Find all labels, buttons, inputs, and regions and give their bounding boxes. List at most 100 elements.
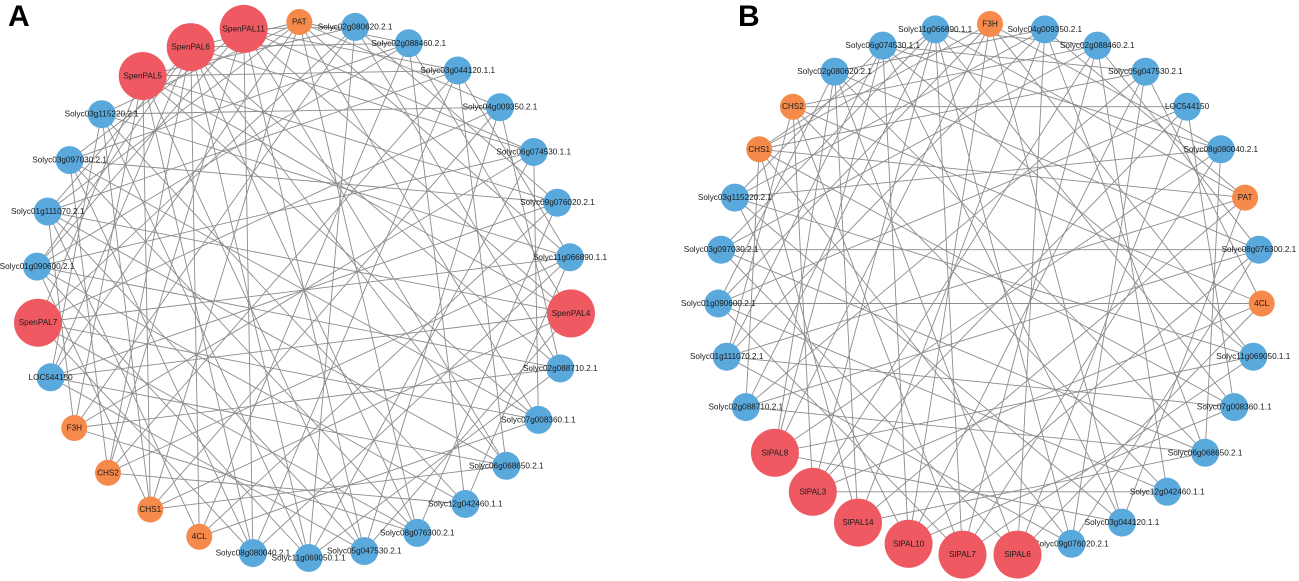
network-edge: [533, 151, 539, 420]
gene-node-circle: [1206, 135, 1235, 164]
network-node: Solyc09g076020.2.1: [520, 188, 595, 217]
network-node: Solyc08g080040.2.1: [1183, 135, 1259, 164]
gene-node-circle: [33, 197, 62, 226]
network-edge: [1017, 29, 1046, 555]
network-node: SlPAL3: [788, 467, 837, 516]
network-edge: [142, 75, 151, 510]
gene-node-circle: [546, 354, 575, 383]
network-edge: [792, 106, 1262, 304]
network-edge: [758, 29, 936, 150]
network-edge: [1096, 45, 1168, 492]
node-label: Solyc01g111070.2.1: [690, 352, 764, 361]
network-edge: [107, 47, 192, 473]
network-node: Solyc08g076300.2.1: [1222, 235, 1297, 264]
pal-node-circle: [750, 428, 799, 477]
network-edge: [47, 46, 192, 212]
network-node: Solyc07g008360.1.1: [501, 405, 576, 434]
network-edge: [882, 45, 910, 544]
network-node: SpenPAL5: [118, 52, 167, 100]
pathway-node-circle: [286, 9, 313, 35]
network-edge: [882, 45, 1146, 73]
network-edge: [101, 114, 151, 510]
network-edge: [1044, 29, 1206, 453]
network-edge: [720, 45, 1098, 251]
node-label: Solyc07g008360.1.1: [501, 415, 576, 424]
network-edge: [1144, 71, 1263, 304]
network-edge: [363, 313, 572, 552]
network-edge: [142, 75, 572, 314]
network-edge: [298, 21, 418, 534]
network-edge: [935, 28, 1098, 47]
gene-node-circle: [524, 405, 553, 434]
node-label: Solyc01g090600.2.1: [0, 262, 75, 271]
node-label: SpenPAL4: [552, 309, 591, 318]
gene-node-circle: [341, 12, 370, 41]
network-node: Solyc06g068650.2.1: [469, 451, 544, 480]
network-node: Solyc09g076020.2.1: [1034, 529, 1109, 558]
network-edge: [190, 46, 561, 369]
network-node: Solyc01g111070.2.1: [11, 197, 85, 226]
network-edge: [726, 29, 1046, 358]
network-edge: [1186, 106, 1235, 408]
network-node: Solyc02g080620.2.1: [797, 57, 872, 86]
network-edge: [142, 75, 558, 204]
network-edge: [834, 71, 1206, 454]
network-node: Solyc11g069050.1.1: [1216, 342, 1291, 371]
node-label: Solyc02g080620.2.1: [797, 67, 872, 76]
network-edge: [758, 149, 1072, 545]
node-label: Solyc12g042460.1.1: [1130, 487, 1205, 496]
network-edge: [759, 71, 1146, 150]
network-node: Solyc01g090600.2.1: [681, 289, 756, 318]
network-edge: [726, 106, 794, 357]
network-edge: [190, 46, 507, 467]
network-edge: [73, 75, 144, 429]
network-node: 4CL: [1248, 290, 1275, 317]
network-node: Solyc12g042460.1.1: [428, 490, 503, 518]
network-edge: [1070, 71, 1146, 544]
network-edge: [37, 26, 356, 324]
network-edge: [908, 249, 1260, 545]
network-edge: [74, 367, 561, 429]
network-edge: [190, 46, 418, 534]
node-label: SlPAL14: [842, 518, 874, 527]
network-node: SlPAL7: [938, 530, 987, 579]
network-edge: [934, 29, 1072, 544]
network-edge: [726, 197, 1246, 358]
network-node: Solyc03g044120.1.1: [420, 56, 495, 85]
node-label: CHS1: [139, 505, 161, 514]
network-edge: [47, 211, 365, 552]
network-node: Solyc07g008360.1.1: [1197, 393, 1272, 422]
network-node: Solyc03g044120.1.1: [1085, 508, 1160, 537]
network-edge: [50, 376, 507, 467]
gene-node-circle: [868, 31, 897, 60]
network-edge: [758, 148, 1235, 408]
network-edge: [36, 28, 245, 267]
network-edge: [792, 106, 814, 492]
gene-node-circle: [1131, 57, 1160, 86]
node-label: SpenPAL7: [19, 318, 58, 327]
gene-node-circle: [23, 252, 51, 281]
network-edge: [758, 23, 991, 150]
network-node: Solyc05g047530.2.1: [1108, 57, 1183, 86]
network-edge: [243, 28, 572, 314]
network-node: Solyc06g068650.2.1: [1168, 438, 1243, 467]
pathway-node-circle: [1248, 290, 1275, 317]
network-edge: [745, 406, 1206, 454]
network-edge: [36, 266, 561, 369]
network-edge: [252, 70, 459, 554]
network-node: Solyc01g111070.2.1: [690, 342, 764, 371]
network-edge: [243, 28, 254, 554]
network-edge: [734, 197, 910, 545]
node-label: Solyc03g115220.2.1: [698, 193, 772, 202]
network-node: Solyc11g066890.1.1: [533, 243, 607, 272]
network-edge: [36, 266, 310, 559]
pathway-node-circle: [95, 459, 121, 486]
gene-node-circle: [820, 57, 849, 86]
network-edge: [726, 356, 1072, 545]
node-label: SlPAL7: [949, 550, 976, 559]
network-node: 4CL: [186, 523, 213, 550]
network-edge: [190, 42, 409, 48]
network-edge: [1121, 197, 1246, 523]
network-edge: [101, 106, 501, 115]
